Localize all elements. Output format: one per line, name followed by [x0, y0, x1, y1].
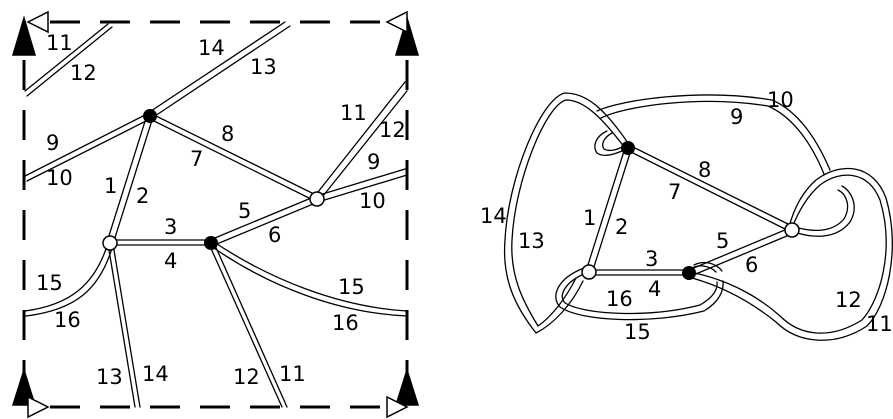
edge-label: 11 — [866, 312, 893, 336]
square-vertices — [102, 109, 325, 251]
edge-label: 1 — [583, 206, 596, 230]
edge-label: 2 — [136, 184, 149, 208]
edge-label: 14 — [480, 204, 507, 228]
edge-label: 14 — [198, 36, 225, 60]
edge-label: 8 — [698, 158, 711, 182]
fundamental-square: 11 12 14 13 9 10 8 7 11 12 9 10 1 2 3 4 … — [11, 10, 420, 419]
vertex-black — [204, 236, 218, 250]
edge-label: 13 — [518, 229, 545, 253]
edge-label: 4 — [164, 249, 177, 273]
square-boundary — [22, 20, 409, 409]
arrow-black-bl-icon — [11, 367, 37, 406]
edge-label: 7 — [190, 147, 203, 171]
edge-label: 12 — [70, 61, 97, 85]
edge-label: 14 — [142, 362, 169, 386]
vertex-white — [309, 191, 325, 207]
edge-label: 11 — [279, 362, 306, 386]
edge-label: 16 — [606, 287, 633, 311]
arrow-black-tr-icon — [394, 15, 420, 56]
embedded-vertices — [581, 141, 800, 280]
edge-label: 10 — [767, 88, 794, 112]
arrow-white-tr-icon — [385, 10, 408, 34]
embedded-edges — [503, 92, 893, 341]
edge-label: 3 — [164, 215, 177, 239]
edge-label: 10 — [46, 166, 73, 190]
vertex-white — [102, 235, 118, 251]
edge-label: 13 — [250, 55, 277, 79]
edge-label: 6 — [268, 223, 281, 247]
vertex-black — [621, 141, 635, 155]
edge-label: 15 — [624, 320, 651, 344]
square-edge-labels: 11 12 14 13 9 10 8 7 11 12 9 10 1 2 3 4 … — [36, 31, 406, 389]
edge-label: 6 — [745, 253, 758, 277]
arrow-white-br-icon — [386, 395, 409, 419]
edge-label: 5 — [716, 229, 729, 253]
edge-label: 2 — [615, 215, 628, 239]
edge-label: 9 — [730, 105, 743, 129]
edge-label: 10 — [359, 189, 386, 213]
arrow-black-br-icon — [394, 367, 420, 406]
edge-label: 12 — [233, 365, 260, 389]
edge-label: 9 — [46, 131, 59, 155]
edge-label: 13 — [96, 365, 123, 389]
square-edges — [24, 21, 408, 408]
arrow-black-tl-icon — [11, 15, 37, 56]
edge-label: 5 — [238, 199, 251, 223]
edge-label: 16 — [332, 311, 359, 335]
edge-label: 11 — [340, 101, 367, 125]
edge-label: 4 — [648, 277, 661, 301]
embedded-graph: 10 9 8 7 14 13 1 2 3 4 5 6 16 15 12 11 — [480, 88, 893, 344]
edge-label: 7 — [668, 180, 681, 204]
arrow-white-tl-icon — [26, 10, 49, 34]
edge-label: 1 — [104, 174, 117, 198]
vertex-white — [581, 264, 597, 280]
edge-label: 3 — [645, 247, 658, 271]
arrow-white-bl-icon — [27, 395, 50, 419]
edge-label: 8 — [221, 122, 234, 146]
vertex-white — [784, 222, 800, 238]
edge-label: 9 — [367, 150, 380, 174]
edge-label: 12 — [835, 288, 862, 312]
corner-arrows — [11, 10, 420, 419]
edge-label: 12 — [379, 118, 406, 142]
embedded-edge-labels: 10 9 8 7 14 13 1 2 3 4 5 6 16 15 12 11 — [480, 88, 893, 344]
edge-label: 15 — [36, 271, 63, 295]
edge-label: 11 — [46, 31, 73, 55]
edge-label: 15 — [338, 275, 365, 299]
vertex-black — [143, 109, 157, 123]
vertex-black — [682, 266, 696, 280]
edge-label: 16 — [54, 308, 81, 332]
